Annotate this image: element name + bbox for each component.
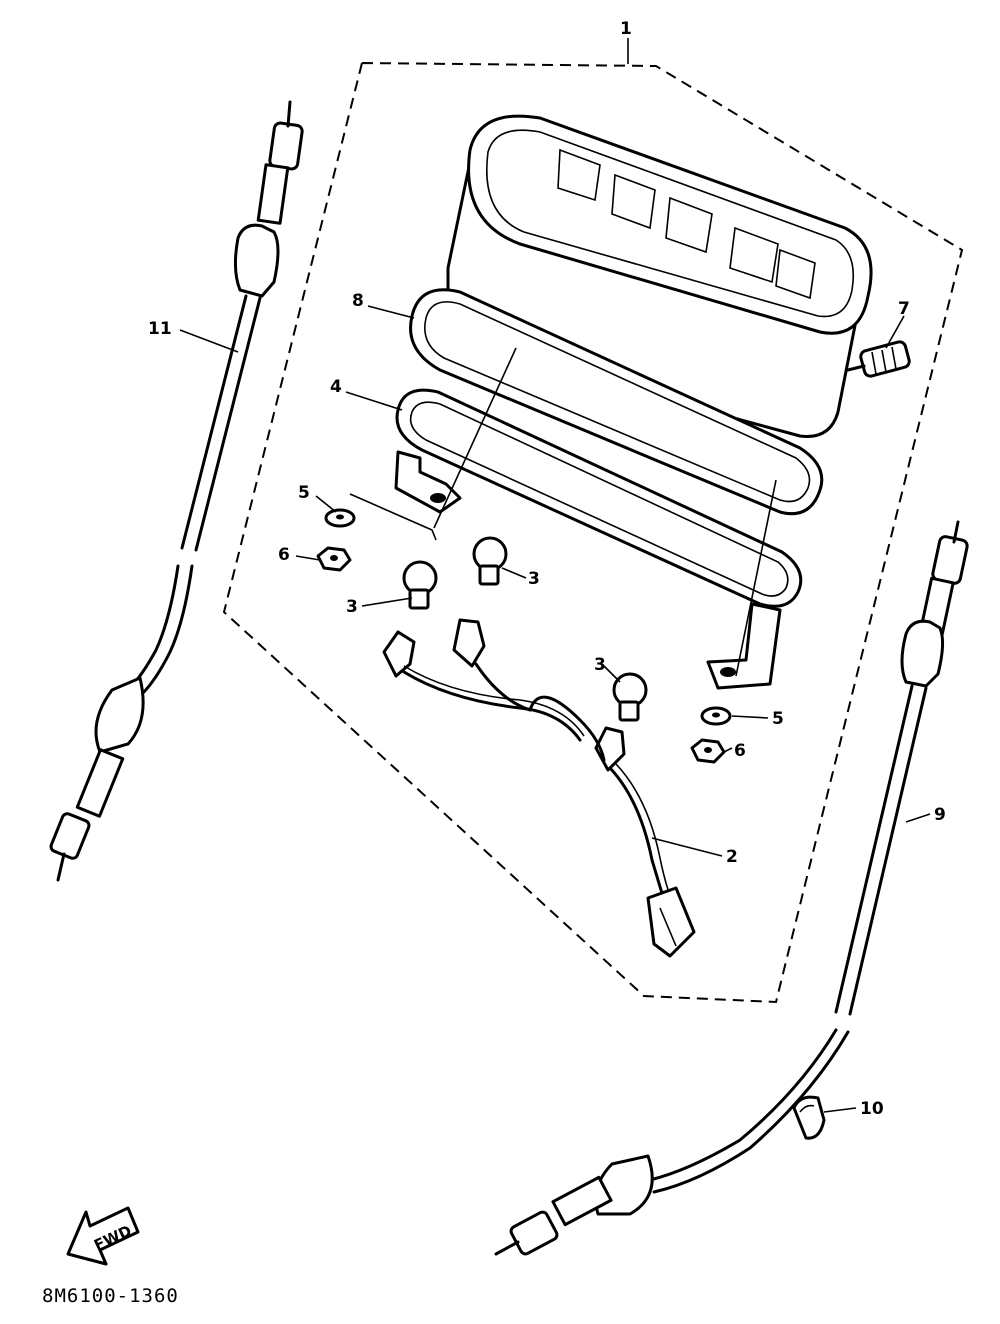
callout-3-middle: 3 [528,569,540,589]
washer-item-5-left [324,508,356,528]
assembly-boundary [222,61,964,1004]
nut-item-6-right [690,738,726,764]
bulb-item-3-c [612,672,648,722]
callout-6-right: 6 [734,741,746,761]
callout-5-right: 5 [772,709,784,729]
callout-3-left: 3 [346,597,358,617]
bulb-item-3-a [402,560,438,610]
callout-9: 9 [934,805,946,825]
knob-item-7 [846,340,911,378]
callout-7: 7 [898,299,910,319]
cable-item-11 [49,100,304,882]
forward-direction-arrow: FWD [66,1206,140,1266]
callout-11: 11 [148,319,172,339]
bracket-item-4 [394,388,803,690]
callout-8: 8 [352,291,364,311]
callout-5-left: 5 [298,483,310,503]
washer-item-5-right [700,706,732,726]
gasket-item-8 [409,288,824,516]
callout-10: 10 [860,1099,884,1119]
clamp-item-10 [792,1095,826,1140]
wire-harness-item-2 [382,618,696,958]
nut-item-6-left [316,546,352,572]
bulb-item-3-b [472,536,508,586]
callout-6-left: 6 [278,545,290,565]
drawing-part-number: 8M6100-1360 [42,1285,179,1307]
cable-item-9 [494,520,969,1256]
callout-3-right: 3 [594,655,606,675]
callout-4: 4 [330,377,342,397]
callout-1: 1 [620,19,632,39]
callout-2: 2 [726,847,738,867]
